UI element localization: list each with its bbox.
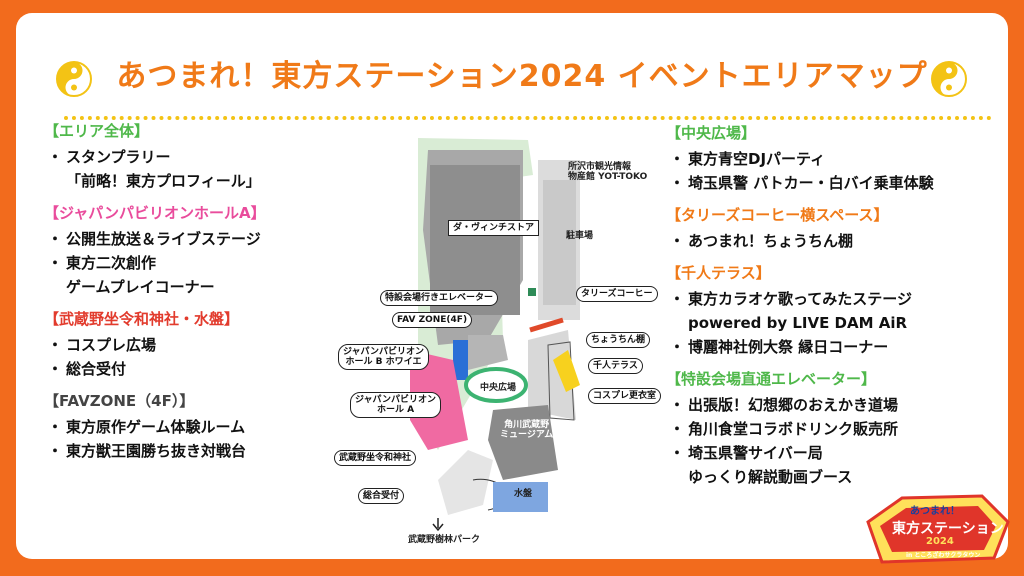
- left-column: 【エリア全体】・スタンプラリー「前略！東方プロフィール」【ジャパンパビリオンホー…: [44, 120, 344, 472]
- park-label: 武蔵野樹林パーク: [408, 535, 481, 545]
- list-item: ・コスプレ広場: [44, 333, 344, 357]
- list-item: ・角川食堂コラボドリンク販売所: [666, 417, 986, 441]
- terrace-label: 千人テラス: [588, 358, 643, 374]
- yin-yang-icon-left: [56, 61, 92, 97]
- bullet-icon: ・: [47, 360, 63, 378]
- logo-line2: 東方ステーション: [892, 521, 1004, 537]
- bullet-icon: ・: [669, 420, 685, 438]
- list-item: ・東方カラオケ歌ってみたステージ: [666, 287, 986, 311]
- museum-label: 角川武蔵野 ミュージアム: [500, 420, 554, 440]
- bullet-icon: ・: [669, 396, 685, 414]
- list-item: ・東方青空DJパーティ: [666, 147, 986, 171]
- right-column: 【中央広場】・東方青空DJパーティ・埼玉県警 パトカー・白バイ乗車体験【タリーズ…: [666, 122, 986, 498]
- section: 【武蔵野坐令和神社・水盤】・コスプレ広場・総合受付: [44, 308, 344, 381]
- section-title: 【特設会場直通エレベーター】: [666, 370, 877, 388]
- list-item-text: 出張版！幻想郷のおえかき道場: [688, 396, 899, 414]
- reception-label: 総合受付: [358, 488, 405, 504]
- bullet-icon: ・: [669, 444, 685, 462]
- bullet-icon: ・: [669, 338, 685, 356]
- section: 【特設会場直通エレベーター】・出張版！幻想郷のおえかき道場・角川食堂コラボドリン…: [666, 368, 986, 489]
- central-plaza-label: 中央広場: [480, 383, 517, 393]
- list-item: ・東方原作ゲーム体験ルーム: [44, 415, 344, 439]
- list-item-text: 東方二次創作: [66, 254, 157, 272]
- section: 【ジャパンパビリオンホールA】・公開生放送＆ライブステージ・東方二次創作ゲームプ…: [44, 202, 344, 299]
- list-item-text: あつまれ！ちょうちん棚: [688, 232, 854, 250]
- list-item: ・出張版！幻想郷のおえかき道場: [666, 393, 986, 417]
- list-item-text: 東方青空DJパーティ: [688, 150, 826, 168]
- section-title: 【FAVZONE（4F）】: [44, 392, 195, 410]
- logo-line1: あつまれ！: [910, 506, 960, 517]
- list-item-text: スタンプラリー: [66, 148, 171, 166]
- list-item: ・東方二次創作: [44, 251, 344, 275]
- bullet-icon: ・: [669, 290, 685, 308]
- area-map: 所沢市観光情報 物産館 YOT-TOKO ダ・ヴィンチストア 駐車場 タリーズコ…: [318, 120, 682, 556]
- list-item: ・東方獣王園勝ち抜き対戦台: [44, 439, 344, 463]
- cosplay-room-label: コスプレ更衣室: [588, 388, 662, 404]
- list-item-continuation: 「前略！東方プロフィール」: [66, 172, 261, 190]
- tullys-label: タリーズコーヒー: [576, 286, 658, 302]
- bullet-icon: ・: [47, 148, 63, 166]
- list-item: ・埼玉県警 パトカー・白バイ乗車体験: [666, 171, 986, 195]
- bullet-icon: ・: [669, 174, 685, 192]
- logo-line3: 2024: [926, 536, 954, 547]
- bullet-icon: ・: [669, 150, 685, 168]
- logo-sub: in ところざわサクラタウン: [906, 552, 981, 559]
- list-item-text: 東方原作ゲーム体験ルーム: [66, 418, 246, 436]
- list-item-continuation: ゲームプレイコーナー: [66, 278, 215, 296]
- page-title: あつまれ！東方ステーション2024 イベントエリアマップ: [116, 59, 928, 94]
- section-title: 【中央広場】: [666, 124, 757, 142]
- bullet-icon: ・: [47, 442, 63, 460]
- lantern-label: ちょうちん棚: [586, 332, 651, 348]
- section-title: 【千人テラス】: [666, 264, 771, 282]
- section: 【中央広場】・東方青空DJパーティ・埼玉県警 パトカー・白バイ乗車体験: [666, 122, 986, 195]
- bullet-icon: ・: [47, 254, 63, 272]
- list-item-text: 角川食堂コラボドリンク販売所: [688, 420, 899, 438]
- shrine-label: 武蔵野坐令和神社: [334, 450, 417, 466]
- elevator-label: 特設会場行きエレベーター: [380, 290, 499, 306]
- list-item-text: 埼玉県警サイバー局: [688, 444, 823, 462]
- logo-shape: [866, 494, 1010, 564]
- hall-b-label: ジャパンパビリオン ホール B ホワイエ: [338, 344, 430, 370]
- list-item: ・あつまれ！ちょうちん棚: [666, 229, 986, 253]
- list-item: ・スタンプラリー: [44, 145, 344, 169]
- list-item-continuation: ゆっくり解説動画ブース: [688, 468, 853, 486]
- list-item: ・博麗神社例大祭 縁日コーナー: [666, 335, 986, 359]
- section-title: 【エリア全体】: [44, 122, 150, 140]
- section: 【エリア全体】・スタンプラリー「前略！東方プロフィール」: [44, 120, 344, 193]
- favzone-label: FAV ZONE(4F): [392, 312, 473, 328]
- list-item-text: コスプレ広場: [66, 336, 157, 354]
- section: 【タリーズコーヒー横スペース】・あつまれ！ちょうちん棚: [666, 204, 986, 253]
- list-item: ・総合受付: [44, 357, 344, 381]
- list-item-text: 東方カラオケ歌ってみたステージ: [688, 290, 912, 308]
- list-item-text: 総合受付: [66, 360, 127, 378]
- list-item-text: 埼玉県警 パトカー・白バイ乗車体験: [688, 174, 934, 192]
- event-logo: あつまれ！ 東方ステーション 2024 in ところざわサクラタウン: [862, 492, 1012, 568]
- bullet-icon: ・: [669, 232, 685, 250]
- list-item-text: 博麗神社例大祭 縁日コーナー: [688, 338, 889, 356]
- tourism-label: 所沢市観光情報 物産館 YOT-TOKO: [568, 162, 648, 182]
- list-item-text: 公開生放送＆ライブステージ: [66, 230, 261, 248]
- list-item: ・埼玉県警サイバー局: [666, 441, 986, 465]
- bullet-icon: ・: [47, 230, 63, 248]
- water-basin-label: 水盤: [514, 489, 533, 499]
- parking-label: 駐車場: [566, 231, 594, 241]
- section-title: 【武蔵野坐令和神社・水盤】: [44, 310, 240, 328]
- list-item-continuation: powered by LIVE DAM AiR: [688, 314, 908, 332]
- section: 【FAVZONE（4F）】・東方原作ゲーム体験ルーム・東方獣王園勝ち抜き対戦台: [44, 390, 344, 463]
- bullet-icon: ・: [47, 336, 63, 354]
- davinci-store-label: ダ・ヴィンチストア: [448, 220, 540, 236]
- section-title: 【タリーズコーヒー横スペース】: [666, 206, 889, 224]
- yin-yang-icon-right: [931, 61, 967, 97]
- dotted-divider: [64, 116, 992, 124]
- section-title: 【ジャパンパビリオンホールA】: [44, 204, 266, 222]
- bullet-icon: ・: [47, 418, 63, 436]
- list-item-text: 東方獣王園勝ち抜き対戦台: [66, 442, 247, 460]
- hall-a-label: ジャパンパビリオン ホール A: [350, 392, 442, 418]
- list-item: ・公開生放送＆ライブステージ: [44, 227, 344, 251]
